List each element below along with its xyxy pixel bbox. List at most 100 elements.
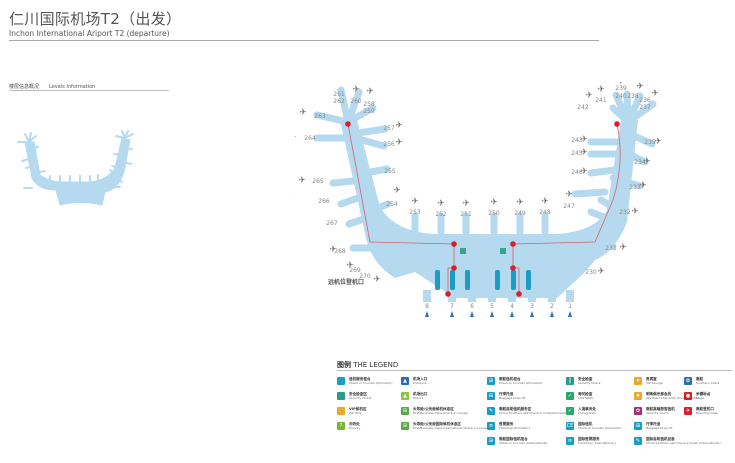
gate-label-250: 250 bbox=[488, 210, 500, 217]
legend-label-en: Ticketing (Domestic) bbox=[499, 426, 530, 430]
gate-label-249: 249 bbox=[514, 210, 526, 217]
gate-label-270: 270 bbox=[359, 273, 371, 280]
legend-label-cn: 行李托运 bbox=[646, 422, 661, 426]
legend-icon: ║ bbox=[566, 377, 574, 385]
entrance-icon[interactable] bbox=[450, 311, 454, 317]
plane-icon: ✈ bbox=[395, 121, 403, 131]
page-subtitle: Inchon International Ariport T2 (departu… bbox=[9, 29, 170, 38]
gate-label-246: 246 bbox=[571, 169, 583, 176]
step-marker bbox=[614, 121, 620, 127]
entrance-icon[interactable] bbox=[510, 311, 514, 317]
gate-label-267: 267 bbox=[326, 220, 338, 227]
entrance-icon[interactable] bbox=[530, 311, 534, 317]
terminal-body bbox=[340, 120, 638, 298]
legend-label-cn: 南航自助值机服务区 bbox=[499, 407, 532, 411]
legend-label-cn: 南航 bbox=[696, 377, 704, 381]
legend-label-en: China Southern self Check-in kiosk(Domes… bbox=[499, 411, 568, 415]
legend-label-en: Ticketing ( International ) bbox=[578, 441, 616, 445]
legend-label-cn: 贵宾室 bbox=[646, 377, 657, 381]
legend-label-en: First/Business Class International Check… bbox=[413, 426, 488, 430]
legend-label-en: Check-in Counter (International) bbox=[499, 441, 548, 445]
legend-label-en: Security Check bbox=[578, 381, 601, 385]
gate-label-253: 253 bbox=[409, 209, 421, 216]
entrance-label-8: 8 bbox=[425, 303, 429, 310]
plane-icon: ✈ bbox=[298, 176, 306, 186]
step-marker bbox=[510, 265, 516, 271]
entrance-icon[interactable] bbox=[568, 311, 572, 317]
legend-label-cn: 南航高端旅客值机 bbox=[646, 407, 675, 411]
legend-label-en: China Southern self Check-in kiosk (Inte… bbox=[646, 441, 721, 445]
gate-label-254: 254 bbox=[386, 201, 398, 208]
gate-label-252: 252 bbox=[435, 211, 447, 218]
plane-icon: ✈ bbox=[299, 108, 307, 118]
legend-label-en: VIP Only bbox=[349, 411, 362, 415]
step-marker bbox=[451, 241, 457, 247]
legend-icon: ⊞ bbox=[401, 422, 409, 430]
entrance-label-6: 6 bbox=[470, 303, 474, 310]
legend-divider bbox=[337, 370, 732, 371]
gate-label-232: 232 bbox=[619, 209, 631, 216]
entrance-icon[interactable] bbox=[425, 311, 429, 317]
plane-icon: ✈ bbox=[393, 186, 401, 196]
legend-icon: ≡ bbox=[566, 437, 574, 445]
plane-icon: ✈ bbox=[395, 138, 403, 148]
legend-icon: ✎ bbox=[487, 407, 495, 415]
plane-icon: ✈ bbox=[643, 157, 651, 167]
gate-label-233: 233 bbox=[629, 184, 641, 191]
legend-label-cn: 南航登机口 bbox=[696, 407, 714, 411]
plane-icon: ✈ bbox=[619, 243, 627, 253]
legend-icon: ✎ bbox=[634, 437, 642, 445]
entrance-icon[interactable] bbox=[490, 311, 494, 317]
gate-label-256: 256 bbox=[383, 141, 395, 148]
overview-piers bbox=[17, 130, 134, 189]
legend-label-en: Entrance bbox=[413, 381, 427, 385]
entrance-icon[interactable] bbox=[550, 311, 554, 317]
legend-label-en: Sky Pearl Club Gold/ Silver Member bbox=[646, 396, 699, 400]
legend-icon bbox=[337, 392, 345, 400]
legend-icon bbox=[337, 407, 345, 415]
gate-label-259: 259 bbox=[363, 108, 375, 115]
plane-icon: ✈ bbox=[411, 197, 419, 207]
entrance-label-4: 4 bbox=[510, 303, 514, 310]
step-marker bbox=[451, 265, 457, 271]
remote-stand-label: 远机位登机口 bbox=[328, 278, 364, 286]
entrance-icon[interactable] bbox=[470, 311, 474, 317]
legend-label-cn: 问讯处 bbox=[349, 422, 360, 426]
gate-label-257: 257 bbox=[383, 125, 395, 132]
legend-label-en: Check-in Counter (Domestic) bbox=[349, 381, 393, 385]
legend-icon: CE bbox=[566, 422, 574, 430]
plane-icon: ✈ bbox=[639, 181, 647, 191]
legend-title-cn: 图例 bbox=[337, 361, 351, 369]
legend-label-en: VIP Lounge bbox=[646, 381, 663, 385]
gate-label-269: 269 bbox=[349, 267, 361, 274]
step-marker bbox=[445, 291, 451, 297]
levels-heading-en: Levels Information bbox=[49, 84, 96, 90]
level-overview-map[interactable] bbox=[10, 130, 135, 210]
legend-icon: ⊞ bbox=[634, 422, 642, 430]
plane-icon: ✈ bbox=[585, 91, 593, 101]
legend-label-cn: 南航国际值机柜台 bbox=[499, 437, 528, 441]
entrance-label-3: 3 bbox=[530, 303, 534, 310]
legend-label-cn: 安全检查区 bbox=[349, 392, 367, 396]
stairs-markers bbox=[460, 248, 506, 254]
legend-label-cn: 头等舱/公务舱候机休息区 bbox=[413, 407, 454, 411]
gate-label-263: 263 bbox=[314, 113, 326, 120]
legend-icon: ✓ bbox=[566, 407, 574, 415]
plane-icon: ✈ bbox=[437, 199, 445, 209]
legend-label-en: Boarding Gate bbox=[696, 411, 718, 415]
legend-label-en: Check-in Counter (Domestic) bbox=[499, 381, 543, 385]
